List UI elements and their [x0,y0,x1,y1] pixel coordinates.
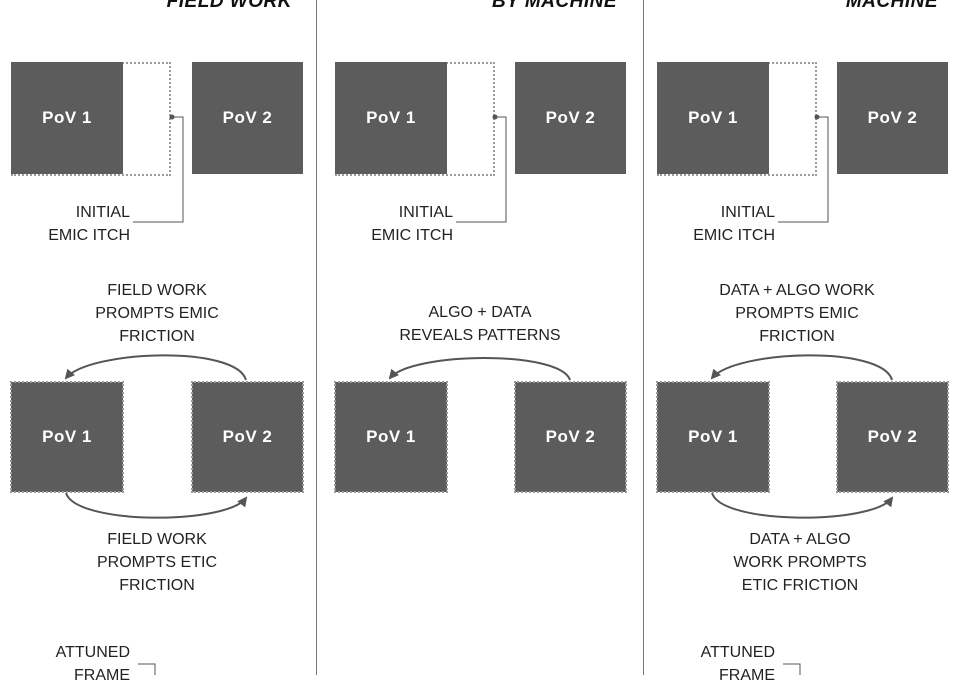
etic-friction-arrow [711,492,894,519]
attuned-frame-label: ATTUNED FRAME [700,644,775,684]
emic-friction-arrow [710,354,893,381]
column-heading: MACHINE [845,0,938,12]
initial-emic-itch-label: INITIAL EMIC ITCH [48,204,130,244]
etic-friction-arrow [65,492,248,519]
pov-1-box: PoV 1 [11,62,123,174]
attuned-leader-line [138,663,156,675]
attuned-leader-line [783,663,801,675]
bottom-arrow-label: DATA + ALGO WORK PROMPTS ETIC FRICTION [733,531,867,594]
pov-2-box: PoV 2 [837,62,948,174]
pov-1-box: PoV 1 [334,381,448,493]
top-arrow-label: DATA + ALGO WORK PROMPTS EMIC FRICTION [719,282,875,345]
column-divider-2 [643,0,644,675]
column-heading: FIELD WORK [166,0,292,12]
pov-1-box: PoV 1 [10,381,124,493]
pov-2-box: PoV 2 [836,381,949,493]
emic-friction-arrow [64,354,247,381]
pov-2-box: PoV 2 [192,62,303,174]
pov-2-box: PoV 2 [191,381,304,493]
pov-1-box: PoV 1 [656,381,770,493]
pov-2-box: PoV 2 [514,381,627,493]
initial-emic-itch-label: INITIAL EMIC ITCH [693,204,775,244]
pov-1-box: PoV 1 [335,62,447,174]
attuned-frame-label: ATTUNED FRAME [55,644,130,684]
bottom-arrow-label: FIELD WORK PROMPTS ETIC FRICTION [96,531,217,594]
reveals-patterns-arrow [388,357,571,381]
top-arrow-label: ALGO + DATA REVEALS PATTERNS [399,304,561,344]
initial-emic-itch-label: INITIAL EMIC ITCH [371,204,453,244]
top-arrow-label: FIELD WORK PROMPTS EMIC FRICTION [95,282,219,345]
column-divider-1 [316,0,317,675]
pov-2-box: PoV 2 [515,62,626,174]
pov-1-box: PoV 1 [657,62,769,174]
column-heading: BY MACHINE [492,0,617,12]
